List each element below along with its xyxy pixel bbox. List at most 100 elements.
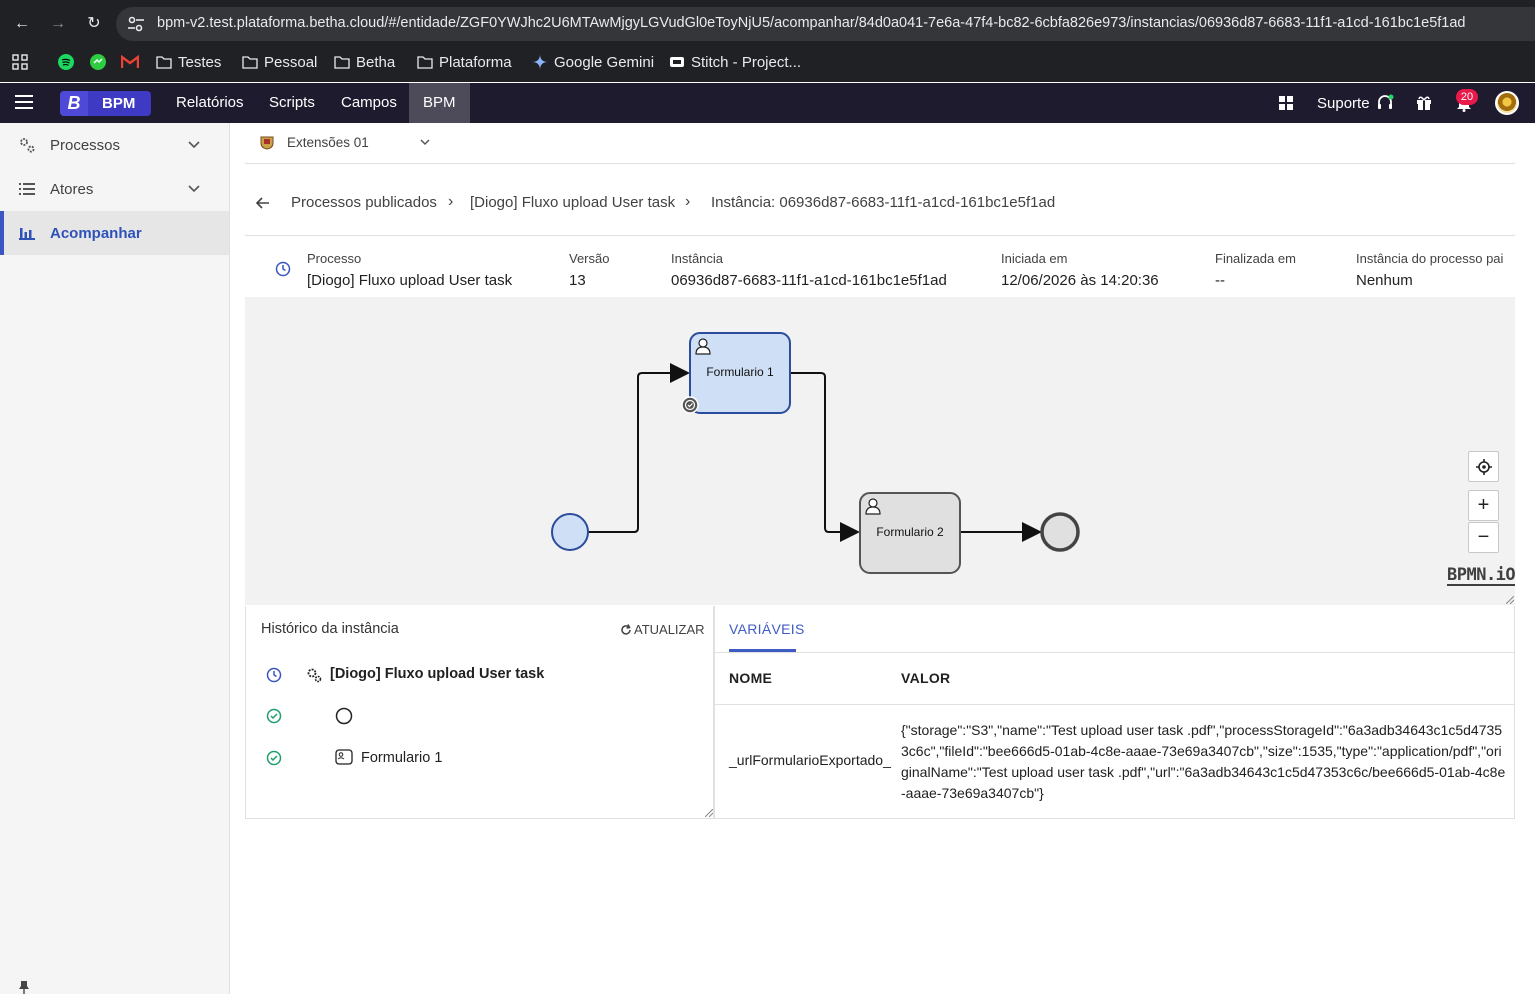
chevron-down-icon (188, 185, 200, 193)
sidebar-item-atores[interactable]: Atores (0, 167, 229, 211)
breadcrumb-processos-publicados[interactable]: Processos publicados (291, 194, 437, 211)
recenter-button[interactable] (1468, 451, 1499, 482)
bookmark-stitch[interactable]: Stitch - Project... (669, 50, 801, 74)
apps-icon[interactable] (1279, 83, 1293, 123)
url-text: bpm-v2.test.plataforma.betha.cloud/#/ent… (157, 15, 1466, 31)
info-label: Iniciada em (1001, 251, 1068, 266)
sequence-flow (588, 363, 690, 533)
breadcrumb-separator: › (685, 193, 691, 210)
spotify-icon[interactable] (58, 50, 74, 74)
resize-handle-icon[interactable] (1506, 596, 1514, 604)
gift-icon[interactable] (1416, 83, 1432, 123)
breadcrumb: Processos publicados › [Diogo] Fluxo upl… (245, 184, 1515, 222)
zoom-in-button[interactable]: + (1468, 490, 1499, 521)
divider (245, 235, 1515, 236)
info-value: 06936d87-6683-11f1-a1cd-161bc1e5f1ad (671, 272, 947, 289)
back-arrow-icon[interactable]: ← (14, 15, 30, 32)
folder-icon (242, 56, 258, 69)
history-row-process[interactable]: [Diogo] Fluxo upload User task (246, 660, 714, 690)
bookmark-pessoal[interactable]: Pessoal (242, 50, 317, 74)
info-iniciada: Iniciada em 12/06/2026 às 14:20:36 (1001, 251, 1159, 289)
info-label: Finalizada em (1215, 251, 1296, 266)
user-task-icon (335, 749, 353, 765)
info-label: Processo (307, 251, 362, 266)
sequence-flow (790, 372, 860, 542)
address-bar[interactable]: bpm-v2.test.plataforma.betha.cloud/#/ent… (116, 7, 1535, 41)
info-label: Instância (671, 251, 724, 266)
gemini-icon (532, 54, 548, 70)
entity-crest-icon (260, 136, 274, 150)
bookmark-plataforma[interactable]: Plataforma (417, 50, 512, 74)
info-instancia: Instância 06936d87-6683-11f1-a1cd-161bc1… (671, 251, 947, 289)
nav-relatorios[interactable]: Relatórios (176, 94, 244, 111)
history-panel: Histórico da instância ATUALIZAR [Diogo]… (245, 606, 714, 819)
divider (715, 652, 1515, 653)
apps-grid-icon[interactable] (12, 50, 28, 74)
crosshair-icon (1475, 459, 1492, 475)
stitch-icon (670, 57, 684, 67)
sidebar-item-label: Processos (50, 136, 121, 154)
info-versao: Versão 13 (569, 251, 609, 289)
folder-icon (417, 56, 433, 69)
back-arrow-icon[interactable] (255, 195, 271, 211)
task-1-label: Formulario 1 (706, 365, 774, 379)
tab-variaveis[interactable]: VARIÁVEIS (729, 621, 805, 637)
start-event (551, 513, 589, 551)
info-value: -- (1215, 272, 1225, 289)
bpmn-diagram: Formulario 1 Formulario 2 (551, 332, 1080, 574)
breadcrumb-process[interactable]: [Diogo] Fluxo upload User task (470, 194, 676, 211)
gears-icon (20, 138, 35, 153)
bookmark-gemini[interactable]: Google Gemini (532, 50, 654, 74)
pin-icon[interactable] (18, 980, 30, 994)
column-header-nome[interactable]: NOME (729, 670, 773, 686)
check-circle-icon (266, 708, 282, 724)
notification-badge: 20 (1456, 89, 1478, 105)
clock-icon (275, 261, 291, 277)
history-row-task[interactable]: Formulario 1 (246, 743, 714, 773)
folder-icon (156, 56, 172, 69)
history-process-name: [Diogo] Fluxo upload User task (330, 666, 545, 682)
bookmark-betha[interactable]: Betha (334, 50, 395, 74)
clock-icon (266, 667, 282, 683)
support-button[interactable]: Suporte (1317, 83, 1394, 123)
brand-logo[interactable]: B BPM (60, 91, 151, 116)
entity-name: Extensões 01 (287, 135, 369, 150)
entity-selector[interactable]: Extensões 01 (245, 124, 1515, 164)
nav-scripts[interactable]: Scripts (269, 94, 315, 111)
variable-name: _urlFormularioExportado_ (729, 752, 891, 768)
reload-icon[interactable]: ↻ (87, 15, 101, 32)
info-finalizada: Finalizada em -- (1215, 251, 1296, 289)
info-processo: Processo [Diogo] Fluxo upload User task (307, 251, 512, 289)
site-settings-icon[interactable] (126, 15, 146, 33)
tab-indicator (729, 649, 796, 652)
zoom-out-button[interactable]: − (1468, 522, 1499, 553)
nav-bpm[interactable]: BPM (409, 83, 470, 123)
chevron-down-icon (420, 139, 430, 146)
bpmn-io-logo[interactable]: BPMN.iO (1447, 565, 1516, 586)
breadcrumb-instance: Instância: 06936d87-6683-11f1-a1cd-161bc… (711, 194, 1056, 211)
completed-check-icon (681, 396, 699, 414)
refresh-button[interactable]: ATUALIZAR (620, 622, 705, 637)
variables-panel: VARIÁVEIS NOME VALOR _urlFormularioExpor… (714, 606, 1515, 819)
check-circle-icon (266, 750, 282, 766)
sidebar-item-acompanhar[interactable]: Acompanhar (0, 211, 229, 255)
list-icon (19, 183, 35, 195)
bpmn-canvas[interactable]: Formulario 1 Formulario 2 (245, 297, 1515, 605)
chat-icon[interactable] (90, 50, 106, 74)
gears-icon (307, 668, 322, 683)
forward-arrow-icon[interactable]: → (50, 15, 66, 32)
gmail-icon[interactable] (121, 50, 139, 74)
bookmark-testes[interactable]: Testes (156, 50, 221, 74)
refresh-icon (621, 623, 631, 635)
column-header-valor[interactable]: VALOR (901, 670, 951, 686)
user-avatar[interactable] (1495, 91, 1519, 115)
resize-handle-icon[interactable] (705, 809, 713, 817)
browser-toolbar: ← → ↻ bpm-v2.test.plataforma.betha.cloud… (0, 0, 1535, 82)
variable-value: {"storage":"S3","name":"Test upload user… (901, 722, 1506, 801)
breadcrumb-separator: › (448, 193, 454, 210)
history-task-name: Formulario 1 (361, 750, 443, 766)
nav-campos[interactable]: Campos (341, 94, 397, 111)
history-row-start-event[interactable] (246, 701, 714, 731)
sidebar-item-processos[interactable]: Processos (0, 123, 229, 167)
menu-icon[interactable] (15, 95, 33, 109)
